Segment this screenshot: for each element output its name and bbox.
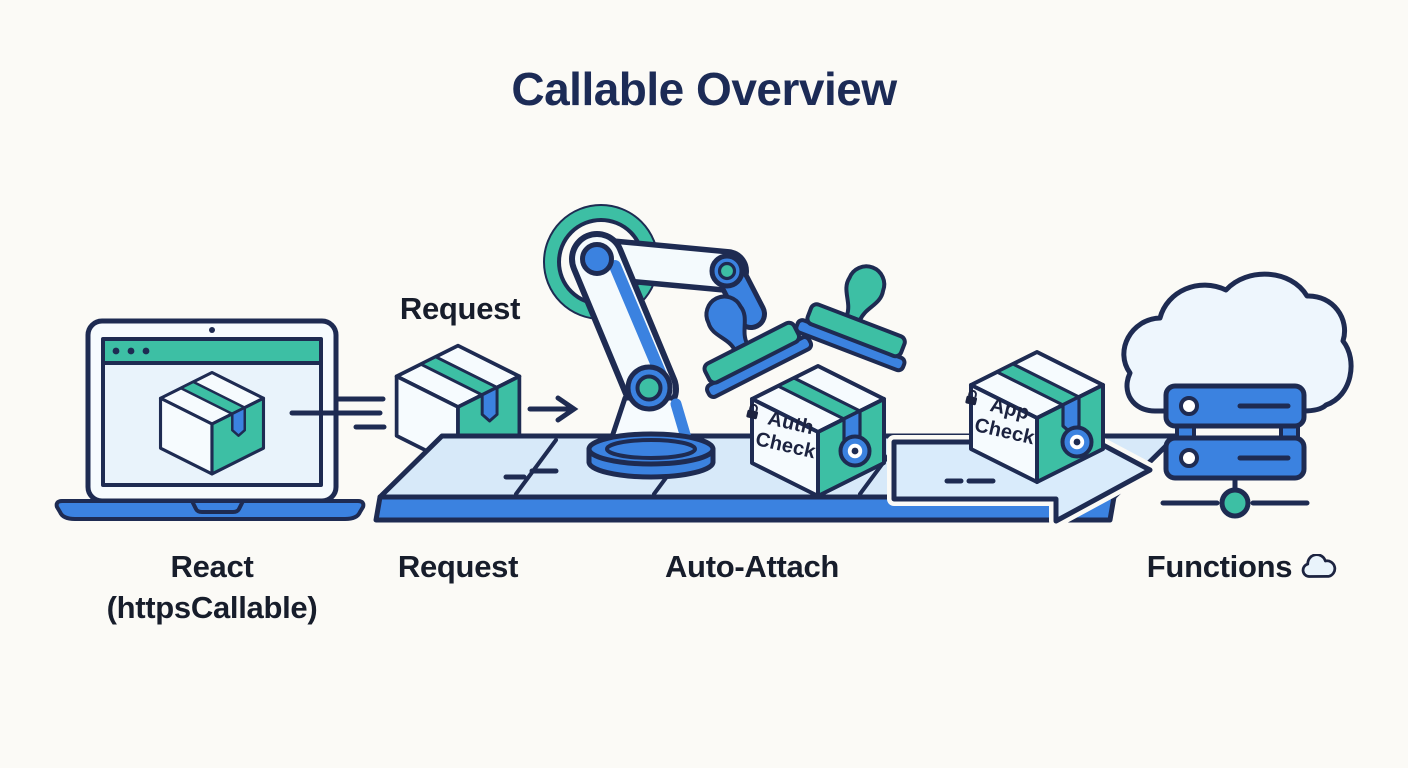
browser-bar: [101, 337, 323, 365]
react-label: React (httpsCallable): [86, 546, 338, 628]
cloud-icon: [1301, 553, 1337, 578]
stamp-icon: [702, 294, 814, 399]
cloud-icon: [1121, 271, 1354, 414]
app-check-box-label: App Check: [957, 388, 1057, 454]
auth-check-box-label: Auth Check: [738, 402, 838, 468]
stamp-mark-icon: [1060, 425, 1094, 459]
lock-icon: [965, 389, 978, 406]
server-rack-icon: [1163, 383, 1307, 481]
browser-dots-icon: [112, 347, 150, 355]
lock-icon: [746, 403, 759, 420]
request-top-label: Request: [399, 291, 521, 326]
functions-label-text: Functions: [1146, 549, 1293, 584]
network-node-icon: [1219, 487, 1251, 519]
flow-arrow-icon: [527, 395, 579, 423]
camera-dot-icon: [209, 327, 215, 333]
react-label-line2: (httpsCallable): [106, 590, 318, 625]
laptop-icon: [54, 318, 366, 521]
laptop-base-notch: [190, 499, 245, 514]
stamp-icon: [794, 264, 907, 373]
react-label-line1: React: [170, 549, 254, 584]
request-bottom-label: Request: [397, 549, 519, 584]
motion-dashes-icon: [289, 396, 387, 430]
functions-label: Functions: [1117, 546, 1367, 587]
robot-arm-icon: [543, 204, 814, 480]
auto-attach-label: Auto-Attach: [664, 549, 840, 584]
diagram-title: Callable Overview: [511, 63, 897, 115]
cloud-functions-icon: [1121, 271, 1354, 519]
stamp-mark-icon: [838, 434, 872, 468]
